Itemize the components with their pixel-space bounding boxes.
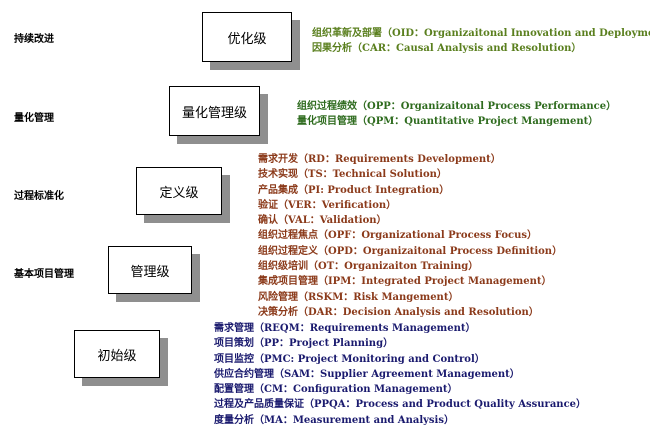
process-area-list-defined: 需求开发（RD：Requirements Development） 技术实现（T…	[258, 152, 562, 320]
process-area-item: 组织过程定义（OPD：Organizaitonal Process Defini…	[258, 245, 563, 257]
process-area-item: 项目监控（PMC: Project Monitoring and Control…	[214, 353, 485, 365]
process-area-item: 产品集成（PI: Product Integration）	[258, 184, 450, 196]
level-box-defined: 定义级	[136, 167, 222, 215]
process-area-item: 技术实现（TS：Technical Solution）	[258, 169, 447, 181]
side-label-quantitative-management: 量化管理	[14, 113, 54, 124]
process-area-item: 度量分析（MA：Measurement and Analysis）	[214, 414, 454, 426]
process-area-item: 量化项目管理（QPM：Quantitative Project Mangemen…	[297, 116, 599, 128]
process-area-item: 组织过程绩效（OPP：Organizaitonal Process Perfor…	[297, 101, 617, 112]
process-area-list-quantitatively-managed: 组织过程绩效（OPP：Organizaitonal Process Perfor…	[297, 99, 616, 130]
process-area-list-optimizing: 组织革新及部署（OID：Organizaitonal Innovation an…	[312, 26, 650, 57]
process-area-item: 组织级培训（OT：Organizaiton Training）	[258, 261, 479, 273]
process-area-item: 组织革新及部署（OID：Organizaitonal Innovation an…	[312, 28, 650, 39]
process-area-list-managed: 需求管理（REQM：Requirements Management） 项目策划（…	[214, 321, 586, 428]
process-area-item: 组织过程焦点（OPF：Organizational Process Focus）	[258, 230, 537, 242]
process-area-item: 因果分析（CAR：Causal Analysis and Resolution）	[312, 43, 582, 55]
level-box-managed: 管理级	[108, 246, 192, 294]
process-area-item: 需求管理（REQM：Requirements Management）	[214, 323, 476, 334]
side-label-process-standardization: 过程标准化	[14, 191, 64, 202]
process-area-item: 需求开发（RD：Requirements Development）	[258, 154, 501, 165]
level-box-initial: 初始级	[74, 330, 160, 378]
process-area-item: 项目策划（PP：Project Planning）	[214, 338, 394, 350]
process-area-item: 决策分析（DAR：Decision Analysis and Resolutio…	[258, 306, 539, 318]
process-area-item: 供应合约管理（SAM：Supplier Agreement Management…	[214, 368, 520, 380]
process-area-item: 配置管理（CM：Configuration Management）	[214, 384, 458, 396]
side-label-basic-project-management: 基本项目管理	[14, 269, 74, 280]
process-area-item: 验证（VER：Verification）	[258, 199, 397, 211]
level-box-optimizing: 优化级	[202, 12, 292, 62]
side-label-continuous-improvement: 持续改进	[14, 34, 54, 45]
process-area-item: 过程及产品质量保证（PPQA：Process and Product Quali…	[214, 399, 587, 411]
level-box-quantitatively-managed: 量化管理级	[169, 86, 260, 136]
process-area-item: 集成项目管理（IPM：Integrated Project Management…	[258, 276, 552, 288]
process-area-item: 确认（VAL：Validation）	[258, 215, 387, 227]
process-area-item: 风险管理（RSKM：Risk Mangement）	[258, 291, 459, 303]
